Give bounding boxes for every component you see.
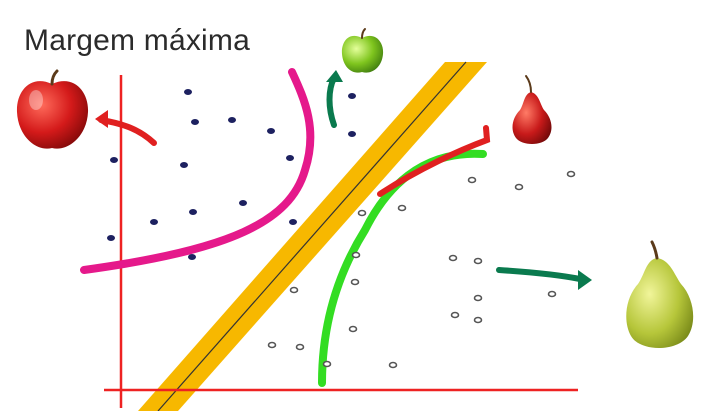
green-pear-icon bbox=[626, 240, 694, 348]
magenta-boundary-curve bbox=[80, 68, 315, 274]
class-a-points bbox=[107, 89, 356, 260]
red-pear-icon bbox=[512, 75, 552, 144]
teal-arrow-to-green-apple bbox=[326, 75, 337, 128]
red-arrow-to-apple bbox=[98, 117, 157, 146]
teal-arrowhead-up bbox=[326, 70, 343, 82]
green-apple-icon bbox=[341, 28, 384, 73]
slide-title: Margem máxima bbox=[24, 24, 250, 57]
red-apple-icon bbox=[16, 69, 89, 149]
teal-arrowhead-right bbox=[578, 270, 592, 290]
teal-arrow-to-pear bbox=[496, 267, 583, 282]
hyperplane-line bbox=[157, 61, 467, 411]
red-arrowhead bbox=[95, 110, 108, 128]
red-pointer-stroke bbox=[377, 125, 491, 197]
class-b-points bbox=[267, 170, 576, 369]
